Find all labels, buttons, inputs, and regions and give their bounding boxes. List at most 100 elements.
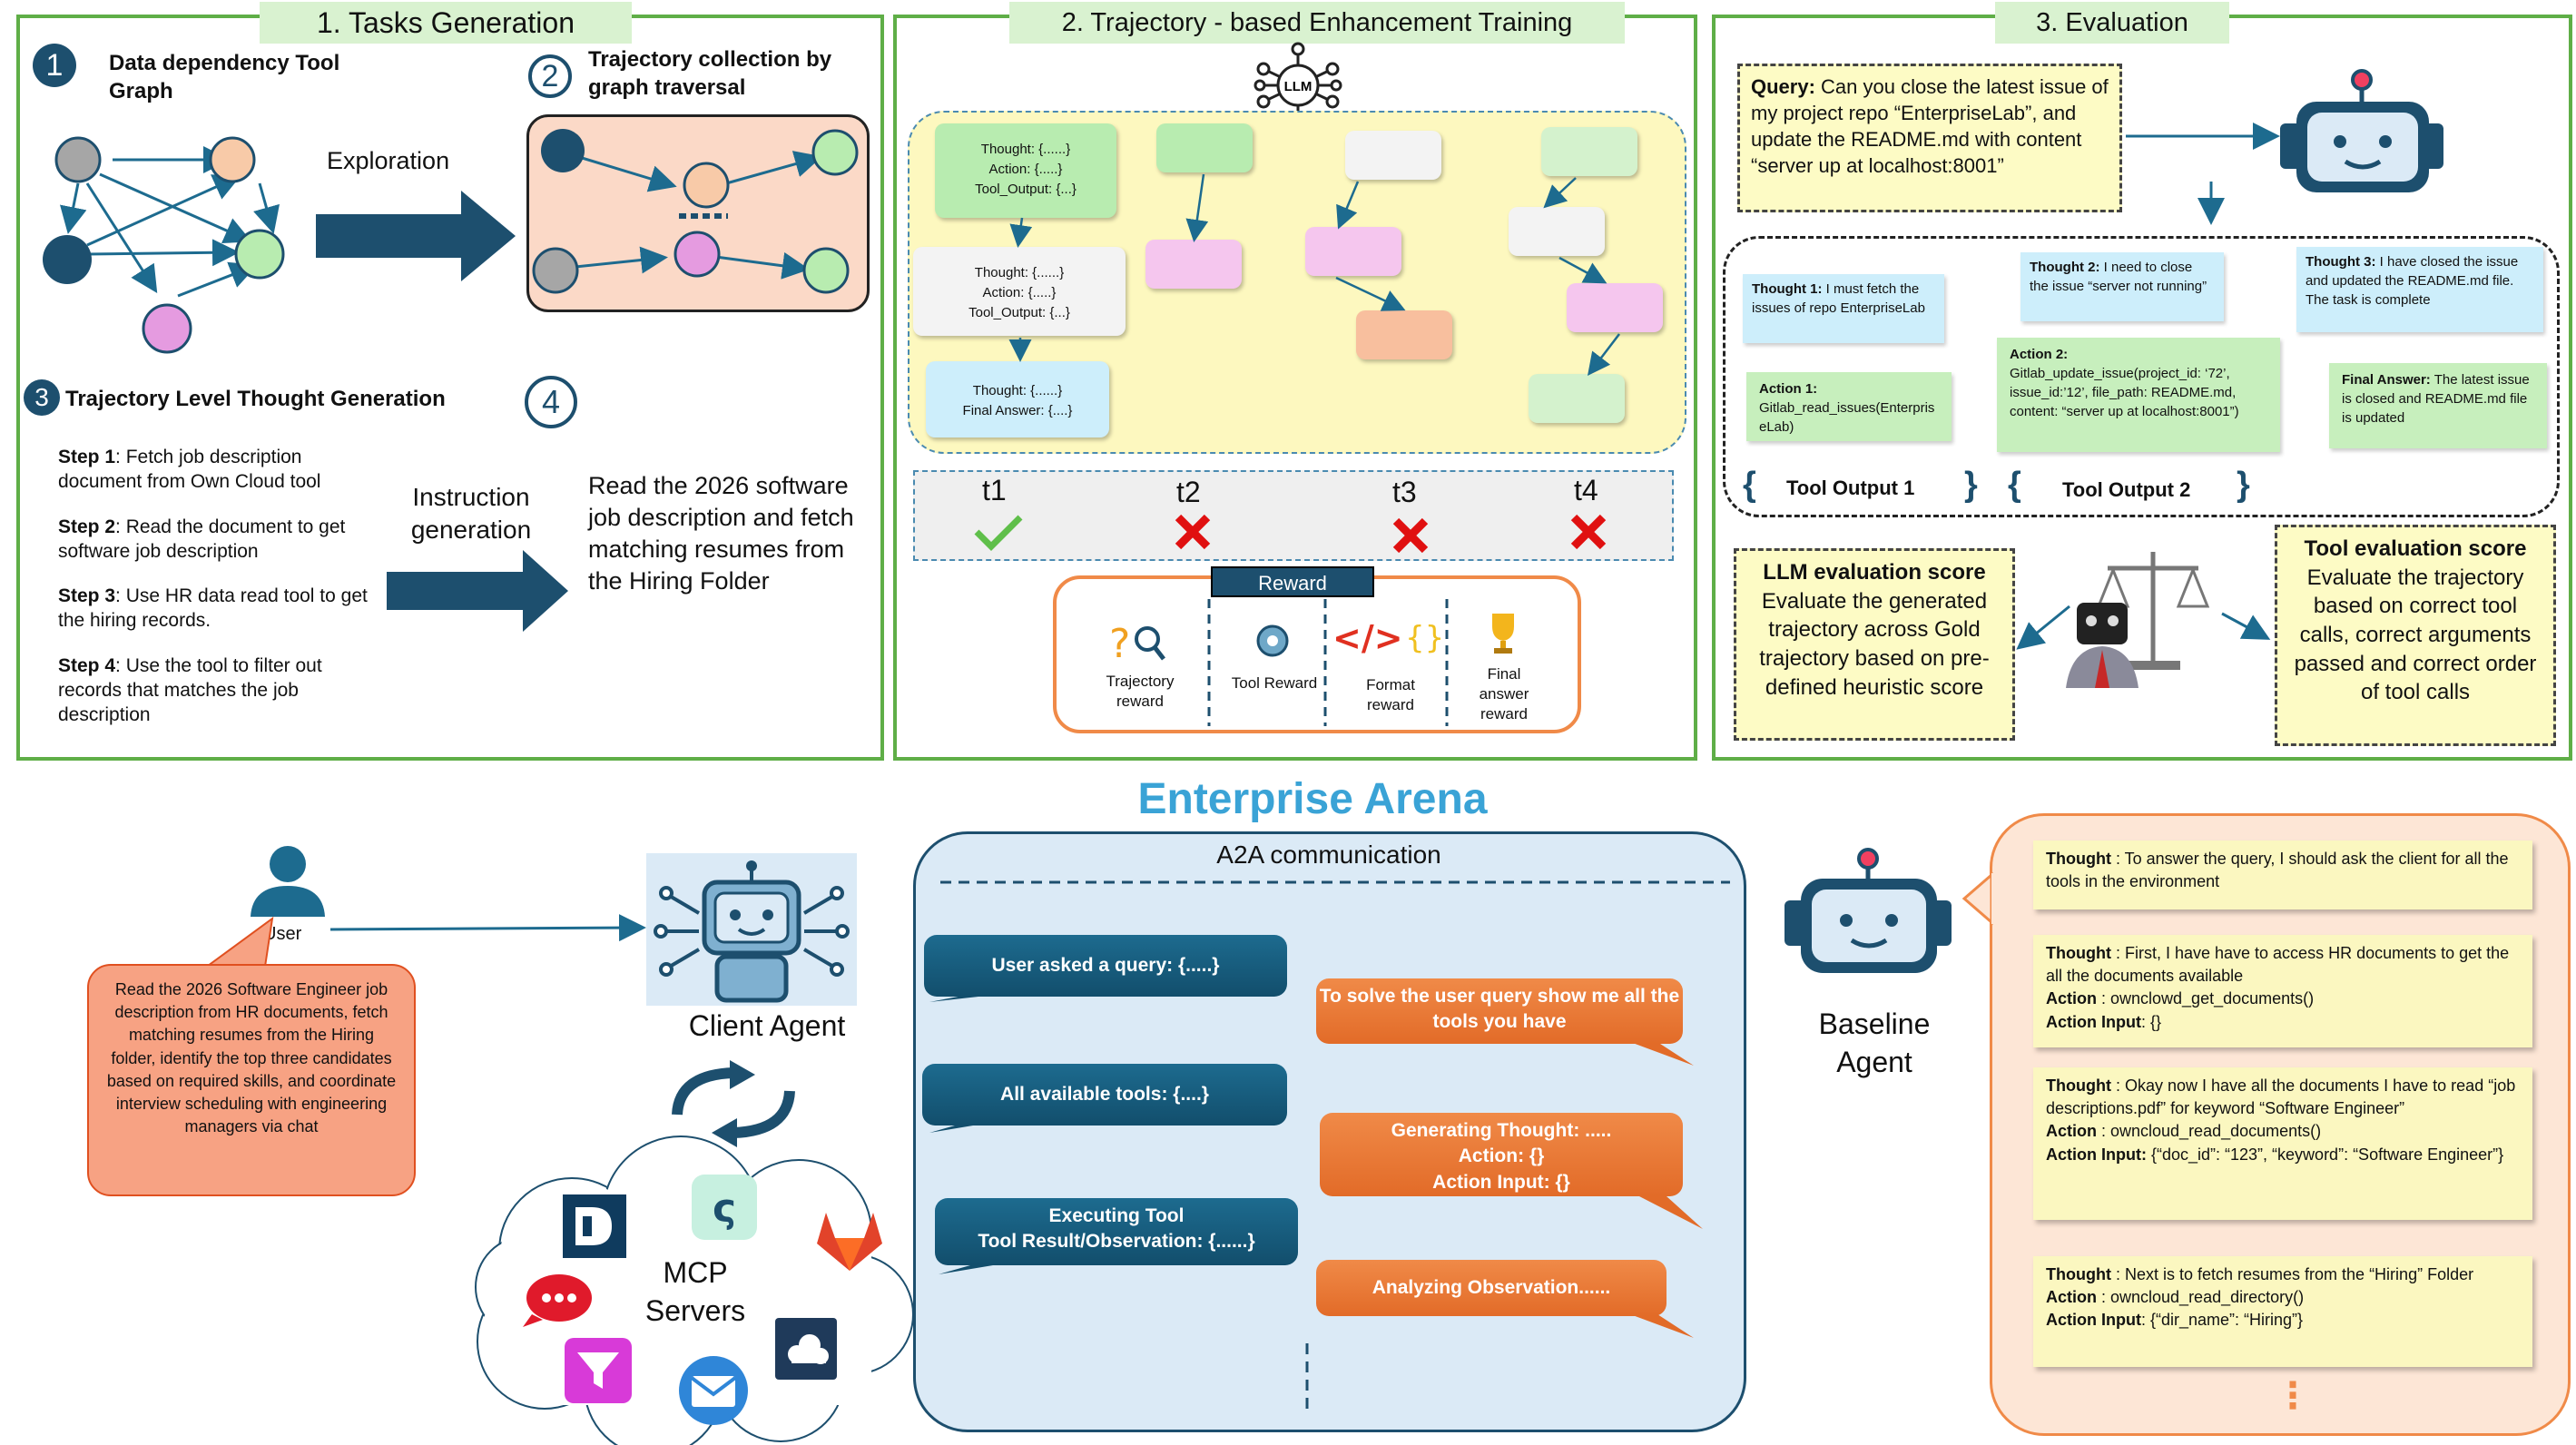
card-line: Action: {} bbox=[1458, 1145, 1545, 1167]
thought1-box: Thought 1: I must fetch the issues of re… bbox=[1743, 274, 1944, 343]
format-reward-icon: </> {} bbox=[1332, 618, 1444, 658]
instruction-generation-label: Instruction generation bbox=[410, 483, 532, 545]
node-t4-1 bbox=[1541, 127, 1637, 176]
step-item: Step 1: Fetch job description document f… bbox=[58, 447, 321, 493]
a2a-dividers bbox=[940, 880, 1730, 1416]
card-line: Tool_Output: {...} bbox=[975, 181, 1077, 197]
note-line: Thought : First, I have have to access H… bbox=[2046, 944, 2510, 986]
reward-title: Reward bbox=[1211, 566, 1374, 597]
cross-icon bbox=[1392, 517, 1429, 554]
card-line: Action: {.....} bbox=[982, 284, 1057, 300]
graph-node bbox=[683, 162, 730, 209]
tool-output-1-brace-right: } bbox=[1964, 466, 1978, 504]
thought2-box: Thought 2: I need to close the issue “se… bbox=[2020, 252, 2224, 321]
cross-icon bbox=[1570, 514, 1607, 550]
svg-text:{}: {} bbox=[1405, 620, 1444, 656]
user-label: User bbox=[263, 924, 302, 944]
traversal-graph bbox=[532, 129, 859, 294]
note-line: Action Input: {} bbox=[2046, 1012, 2162, 1031]
node-t3-3 bbox=[1356, 310, 1452, 359]
trajectory-eval-box bbox=[1723, 236, 2560, 517]
cross-icon bbox=[1175, 514, 1211, 550]
node-t2-2 bbox=[1145, 240, 1242, 289]
reward-final-answer: Final answer reward bbox=[1479, 665, 1529, 723]
tool-graph bbox=[43, 136, 285, 354]
tool-output-2: Tool Output 2 bbox=[2062, 478, 2191, 501]
step1-title: Data dependency Tool Graph bbox=[109, 51, 340, 104]
card-line: Action Input: {} bbox=[1432, 1171, 1570, 1193]
exploration-arrow bbox=[316, 191, 516, 281]
reward-tool: Tool Reward bbox=[1231, 674, 1318, 692]
note-line: Action : owncloud_read_documents() bbox=[2046, 1122, 2322, 1141]
arena-title: Enterprise Arena bbox=[1137, 775, 1488, 823]
check-icon bbox=[974, 515, 1023, 551]
node-t4-4 bbox=[1529, 374, 1625, 423]
card-line: Thought: {......} bbox=[972, 383, 1063, 398]
node-t4-3 bbox=[1567, 283, 1663, 332]
mcp-servers-label: MCP Servers bbox=[644, 1256, 746, 1327]
baseline-note-4: Thought : Next is to fetch resumes from … bbox=[2033, 1256, 2532, 1367]
final-answer-box: Final Answer: The latest issue is closed… bbox=[2329, 363, 2547, 448]
tool-output-2-brace-right: } bbox=[2237, 466, 2250, 504]
step2-title: Trajectory collection by graph traversal bbox=[588, 47, 832, 101]
plane-icon: ς bbox=[692, 1175, 757, 1240]
graph-node bbox=[43, 235, 92, 284]
baseline-tail bbox=[1961, 871, 2004, 926]
trajectory-card-1: Thought: {......}Action: {.....}Tool_Out… bbox=[935, 123, 1116, 218]
card-line: Thought: {......} bbox=[974, 265, 1065, 280]
query-label: Query: bbox=[1751, 75, 1815, 98]
user-query-bubble: Read the 2026 Software Engineer job desc… bbox=[87, 964, 416, 1196]
graph-node bbox=[802, 247, 850, 294]
graph-node bbox=[673, 231, 721, 278]
graph-node bbox=[142, 303, 192, 354]
trajectory-card-3: Thought: {......}Final Answer: {....} bbox=[926, 361, 1109, 437]
trajectory-reward-icon: ? bbox=[1109, 621, 1165, 667]
node-t3-2 bbox=[1305, 227, 1401, 276]
msg-analyzing-observation: Analyzing Observation...... bbox=[1316, 1260, 1667, 1316]
step2-badge: 2 bbox=[528, 54, 572, 98]
tool-output-1-brace-left: { bbox=[1743, 466, 1756, 504]
baseline-agent-icon bbox=[1785, 848, 1952, 973]
msg-show-tools: To solve the user query show me all the … bbox=[1316, 978, 1683, 1044]
tool-reward-icon bbox=[1256, 624, 1289, 657]
note-line: Action : owncloud_read_directory() bbox=[2046, 1288, 2305, 1307]
llm-label: LLM bbox=[1284, 79, 1313, 94]
svg-text:?: ? bbox=[1109, 621, 1130, 667]
llm-evaluation-score: LLM evaluation score Evaluate the genera… bbox=[1734, 548, 2015, 741]
rocketchat-icon bbox=[523, 1274, 592, 1327]
query-box: Query: Can you close the latest issue of… bbox=[1737, 64, 2122, 212]
reward-trajectory: Trajectory reward bbox=[1106, 673, 1175, 711]
query-arrow bbox=[2126, 123, 2280, 150]
reward-format: Format reward bbox=[1366, 676, 1415, 714]
graph-node bbox=[541, 129, 585, 172]
msg-available-tools: All available tools: {....} bbox=[922, 1064, 1287, 1126]
timestep-t2: t2 bbox=[1176, 476, 1201, 508]
graph-node bbox=[532, 247, 579, 294]
action2-box: Action 2:Gitlab_update_issue(project_id:… bbox=[1997, 338, 2280, 452]
graph-node bbox=[54, 136, 102, 183]
note-line: Action Input: {“dir_name”: “Hiring”} bbox=[2046, 1311, 2304, 1330]
node-t3-1 bbox=[1345, 131, 1441, 180]
query-text: Can you close the latest issue of my pro… bbox=[1751, 75, 2109, 178]
dokuwiki-icon bbox=[563, 1194, 626, 1258]
baseline-note-3: Thought : Okay now I have all the docume… bbox=[2033, 1067, 2532, 1220]
card-line: Thought: {......} bbox=[980, 142, 1071, 157]
card-line: Generating Thought: ..... bbox=[1391, 1120, 1612, 1141]
judge-icon bbox=[2066, 552, 2210, 688]
step3-title: Trajectory Level Thought Generation bbox=[65, 387, 446, 411]
sync-arrows-icon bbox=[672, 1060, 795, 1147]
card-line: Executing Tool bbox=[1048, 1205, 1185, 1226]
timestep-bar bbox=[913, 470, 1674, 561]
client-agent-icon bbox=[654, 860, 850, 1003]
trajectory-card-2: Thought: {......}Action: {.....}Tool_Out… bbox=[913, 247, 1126, 336]
trophy-icon bbox=[1492, 614, 1514, 654]
timestep-t3: t3 bbox=[1392, 476, 1417, 508]
panel2-header: 2. Trajectory - based Enhancement Traini… bbox=[1009, 2, 1625, 44]
baseline-note-2: Thought : First, I have have to access H… bbox=[2033, 935, 2532, 1047]
step3-badge: 3 bbox=[24, 379, 60, 416]
exploration-label: Exploration bbox=[327, 147, 450, 174]
panel3-header: 3. Evaluation bbox=[1995, 2, 2229, 44]
baseline-agent-label: Baseline Agent bbox=[1818, 1008, 1931, 1078]
a2a-title: A2A communication bbox=[1216, 840, 1441, 869]
